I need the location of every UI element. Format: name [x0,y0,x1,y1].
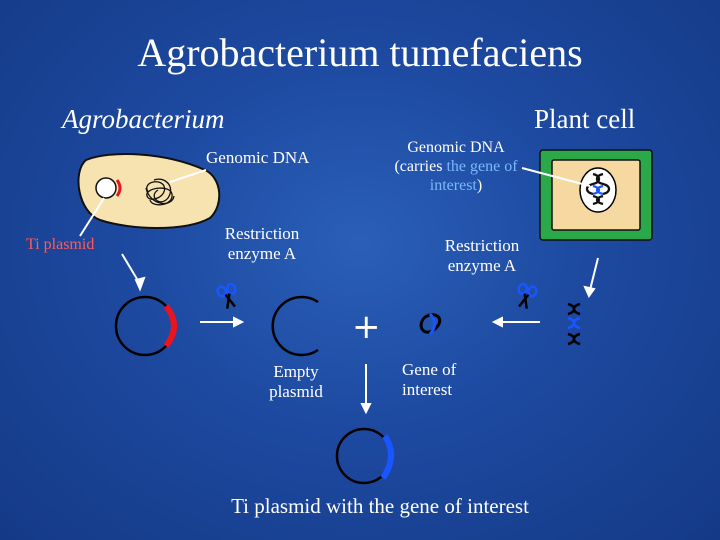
gene-of-interest-icon [419,312,442,336]
plant-dna-line3: interest [429,177,477,195]
plant-dna-paren-open: (carries [394,158,447,176]
chromosome-icon [585,172,611,206]
ti-plasmid-insert-small [115,179,122,197]
slide-title: Agrobacterium tumefaciens [137,30,583,75]
dna-tangle-icon [145,178,175,206]
ti-plasmid-ring-icon [114,295,177,357]
agrobacterium-heading: Agrobacterium [62,104,225,134]
bacterium-genomic-dna-label: Genomic DNA [206,148,310,167]
plant-dna-highlight: the gene of [446,158,518,176]
plant-cell-heading: Plant cell [534,104,636,134]
pointer-lines [79,167,591,237]
restriction-enzyme-right-label: Restriction enzyme A [444,236,520,276]
arrow-icons [121,253,599,415]
plus-sign: + [352,307,381,347]
scissors-icon-right [512,281,539,312]
empty-plasmid-label: Empty plasmid [269,362,323,402]
recombinant-plasmid-label: Ti plasmid with the gene of interest [231,494,529,518]
ti-plasmid-label: Ti plasmid [26,236,95,253]
plant-dna-paren-close: ) [476,177,483,195]
gene-of-interest-label: Gene of interest [402,360,457,400]
plant-cell [539,149,653,241]
recombinant-plasmid-ring-icon [335,427,394,485]
agrobacterium-cell [77,153,221,229]
plant-dna-line1: Genomic DNA [407,139,505,156]
ti-plasmid-small-icon [95,177,117,199]
cut-chromosome-icon [567,302,581,346]
restriction-enzyme-left-label: Restriction enzyme A [224,224,300,264]
empty-plasmid-ring-icon [271,295,319,357]
scissors-icon-left [215,281,242,312]
